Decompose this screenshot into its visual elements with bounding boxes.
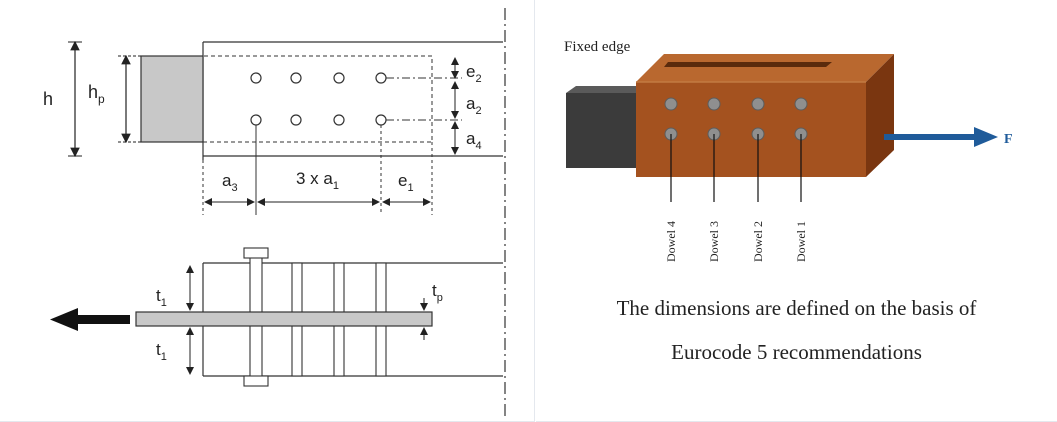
e2-label: e2 [466, 62, 482, 85]
dowel-leader-lines [670, 134, 802, 202]
dowel-3-label: Dowel 3 [707, 221, 721, 262]
a3-label: a3 [222, 171, 238, 194]
steel-plate-side [135, 311, 433, 327]
a4-label: a4 [466, 129, 482, 152]
three-a1-label: 3 x a1 [296, 169, 339, 192]
dowel-block-illustration: Fixed edge Dowel 4 Dowel 3 Dow [564, 39, 1013, 262]
steel-plate-end [140, 55, 204, 143]
dowel-connection-drawing: h hp e2 a2 a4 a3 3 x a1 e1 t1 t1 tp [43, 8, 506, 420]
h-label: h [43, 89, 53, 109]
fixed-edge-label: Fixed edge [564, 39, 631, 55]
force-arrow [884, 127, 998, 147]
a2-label: a2 [466, 94, 482, 117]
tp-label: tp [432, 281, 443, 304]
t1-bottom-label: t1 [156, 340, 167, 363]
wooden-block [636, 54, 894, 177]
dowel-1-label: Dowel 1 [794, 221, 808, 262]
technical-drawing-panel: h hp e2 a2 a4 a3 3 x a1 e1 t1 t1 tp [0, 0, 535, 422]
fixed-block [566, 86, 654, 168]
caption-line-1: The dimensions are defined on the basis … [616, 296, 977, 320]
dowel-4-label: Dowel 4 [664, 221, 678, 262]
pull-arrow [50, 308, 130, 331]
t1-top-label: t1 [156, 286, 167, 309]
force-label: F [1004, 132, 1013, 147]
plate-outline-dashed [140, 55, 433, 143]
e1-label: e1 [398, 171, 414, 194]
hp-label: hp [88, 82, 105, 106]
dowel-2-label: Dowel 2 [751, 221, 765, 262]
illustration-panel: Fixed edge Dowel 4 Dowel 3 Dow [536, 0, 1057, 422]
dowel-holes [250, 72, 387, 126]
caption-line-2: Eurocode 5 recommendations [671, 340, 922, 364]
